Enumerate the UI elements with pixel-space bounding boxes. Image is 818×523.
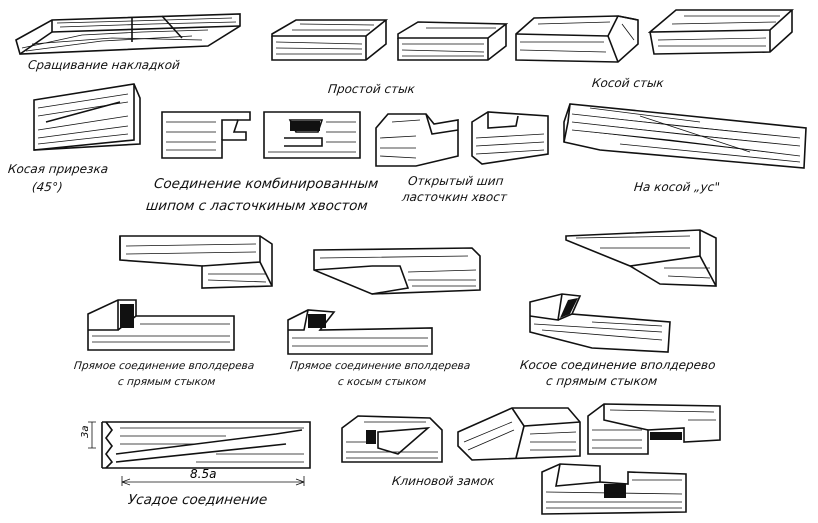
- wedge-lock-drawing-left: [338, 412, 448, 470]
- caption-splice-overlay: Сращивание накладкой: [27, 58, 181, 72]
- simple-butt-drawing-2: [396, 16, 508, 66]
- half-lap-oblique-lower-drawing: [284, 306, 436, 358]
- caption-combo-tenon-1: Соединение комбинированным: [153, 176, 380, 192]
- caption-oblique-butt: Косой стык: [591, 76, 665, 90]
- caption-shrink-joint: Усадое соединение: [127, 492, 269, 508]
- oblique-half-lap-upper-drawing: [560, 226, 720, 290]
- caption-oblique-cut-1: Косая прирезка: [7, 162, 109, 176]
- open-dovetail-drawing-left: [372, 110, 462, 170]
- wedge-lock-drawing-right-upper: [584, 400, 724, 458]
- oblique-butt-drawing-2: [648, 6, 794, 58]
- overlay-splice-drawing: [12, 8, 244, 58]
- half-lap-straight-upper-drawing: [116, 230, 276, 292]
- caption-half-lap-oblique-1: Прямое соединение вполдерева: [289, 360, 471, 372]
- combo-tenon-drawing-right: [262, 110, 362, 162]
- oblique-butt-drawing-1: [514, 10, 642, 68]
- half-lap-straight-lower-drawing: [84, 296, 236, 354]
- shrink-joint-drawing: 3a 8.5a: [76, 414, 316, 494]
- caption-open-dovetail-2: ласточкин хвост: [401, 190, 508, 204]
- scarf-miter-drawing: [560, 100, 812, 172]
- combo-tenon-drawing-left: [160, 110, 256, 162]
- caption-half-lap-oblique-2: с косым стыком: [337, 376, 427, 388]
- oblique-cut-drawing: [24, 80, 146, 154]
- caption-wedge-lock: Клиновой замок: [391, 474, 496, 488]
- oblique-half-lap-lower-drawing: [522, 292, 674, 356]
- caption-simple-butt: Простой стык: [327, 82, 416, 96]
- length-dimension-label: 8.5a: [190, 467, 216, 481]
- wedge-lock-drawing-center: [452, 402, 584, 466]
- caption-half-lap-straight-1: Прямое соединение вполдерева: [73, 360, 255, 372]
- caption-oblique-half-lap-2: с прямым стыком: [545, 374, 658, 388]
- caption-oblique-half-lap-1: Косое соединение вполдерево: [519, 358, 717, 372]
- caption-oblique-cut-2: (45°): [31, 180, 64, 194]
- simple-butt-drawing-1: [270, 14, 388, 66]
- open-dovetail-drawing-right: [468, 110, 552, 166]
- caption-scarf-miter: На косой „ус": [633, 180, 721, 194]
- wedge-lock-drawing-right-lower: [536, 462, 692, 518]
- caption-half-lap-straight-2: с прямым стыком: [117, 376, 216, 388]
- half-lap-oblique-upper-drawing: [308, 240, 484, 296]
- thickness-dimension-label: 3a: [80, 426, 91, 439]
- caption-combo-tenon-2: шипом с ласточкиным хвостом: [145, 198, 369, 214]
- caption-open-dovetail-1: Открытый шип: [407, 174, 505, 188]
